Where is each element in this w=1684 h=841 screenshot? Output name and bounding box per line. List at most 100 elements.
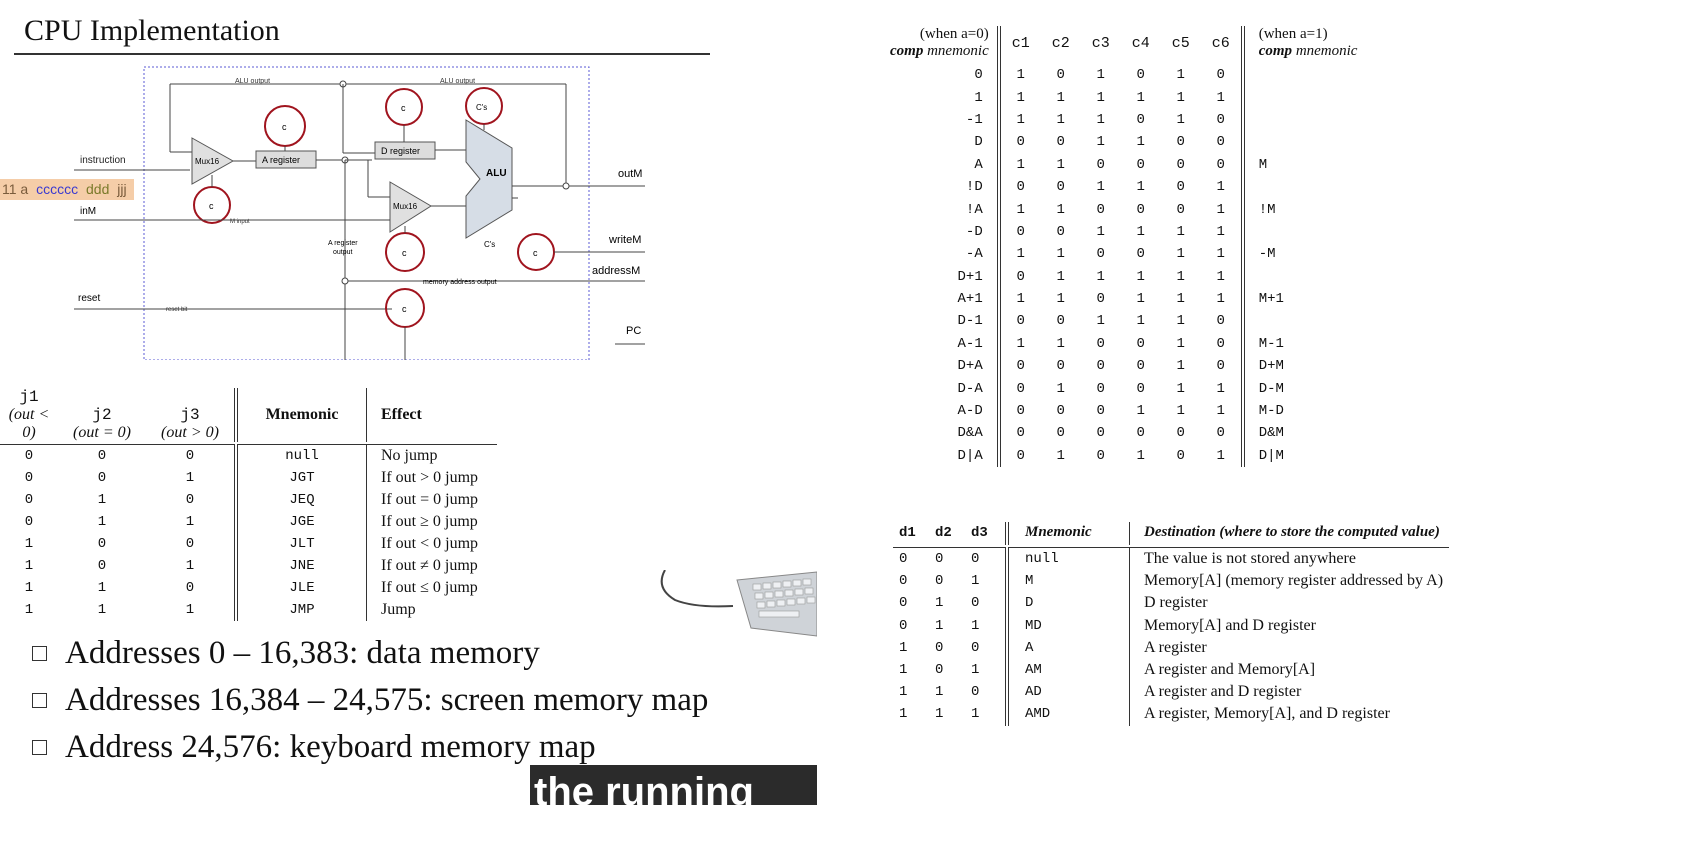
comp-a1-mnemonic: [1243, 176, 1373, 198]
comp-bit: 0: [1056, 313, 1065, 330]
title-divider: [14, 53, 710, 55]
dest-d3: 1: [965, 570, 1009, 593]
dest-d3: 0: [965, 681, 1009, 704]
jump-j1: 0: [24, 514, 34, 530]
comp-a0-mnemonic: -A: [886, 243, 1001, 266]
comp-bit: 0: [1016, 425, 1025, 442]
comp-bit: 1: [1016, 291, 1025, 308]
dest-description: D register: [1144, 594, 1208, 612]
comp-bit: 1: [1176, 268, 1185, 285]
comp-a0-mnemonic: D&A: [886, 422, 1001, 445]
jump-j1: 1: [24, 580, 34, 596]
jump-j1: 0: [24, 448, 34, 464]
comp-a0-mnemonic: D|A: [886, 444, 1001, 468]
svg-text:A register: A register: [328, 240, 358, 247]
dest-d2: 0: [935, 573, 944, 590]
comp-bit: 0: [1056, 179, 1065, 196]
jump-mnemonic: JMP: [236, 599, 367, 621]
jump-effect: If out ≤ 0 jump: [381, 579, 478, 596]
comp-bit: 1: [1096, 268, 1105, 285]
dest-mnemonic: A: [1007, 636, 1130, 659]
comp-a0-mnemonic: -1: [886, 108, 1001, 132]
svg-text:output: output: [333, 249, 353, 256]
dest-mnemonic: AMD: [1007, 703, 1130, 726]
jump-effect: If out > 0 jump: [381, 469, 479, 486]
jump-j1: 1: [24, 536, 34, 552]
comp-bit: 0: [1096, 380, 1105, 397]
dest-d1: 1: [899, 706, 908, 723]
jump-mnemonic: JNE: [236, 555, 367, 577]
dest-d2: 1: [935, 595, 944, 612]
comp-bit: 1: [1200, 377, 1245, 400]
comp-a1-mnemonic: [1243, 131, 1373, 153]
video-caption: the running: [530, 765, 817, 805]
comp-bit: 1: [1056, 89, 1065, 106]
comp-bit: 0: [1176, 447, 1185, 464]
comp-bit: 0: [1136, 425, 1145, 442]
dest-d3: 1: [965, 614, 1009, 637]
dest-mnemonic: null: [1007, 547, 1130, 571]
comp-bit: 1: [1136, 223, 1145, 240]
bullet-item: Addresses 16,384 – 24,575: screen memory…: [32, 677, 708, 724]
dest-mnemonic: AM: [1007, 658, 1130, 682]
jump-j2: 1: [97, 492, 107, 508]
comp-bit: 1: [1056, 335, 1065, 352]
svg-text:A register: A register: [262, 155, 300, 165]
comp-bit: 1: [1096, 89, 1105, 106]
svg-text:c: c: [282, 122, 287, 132]
jump-mnemonic: JLT: [236, 533, 367, 555]
comp-bit: 1: [1136, 179, 1145, 196]
comp-bit: 0: [1200, 310, 1245, 333]
comp-bit: 1: [1176, 380, 1185, 397]
comp-bit: 0: [1016, 403, 1025, 420]
jump-effect: If out = 0 jump: [381, 491, 479, 508]
svg-text:Mux16: Mux16: [393, 202, 418, 211]
jump-effect: If out ≥ 0 jump: [381, 513, 478, 530]
comp-bit: 1: [1176, 246, 1185, 263]
dest-mnemonic: AD: [1007, 681, 1130, 704]
comp-a0-mnemonic: D-1: [886, 310, 1001, 333]
comp-bit: 0: [1016, 223, 1025, 240]
jump-j1: 1: [24, 602, 34, 618]
comp-bit: 0: [1176, 425, 1185, 442]
comp-bit: 0: [1176, 156, 1185, 173]
comp-a0-mnemonic: !A: [886, 198, 1001, 221]
jump-effect: If out < 0 jump: [381, 535, 479, 552]
comp-bit: 1: [1176, 111, 1185, 128]
bullet-square-icon: [32, 693, 47, 708]
caption-text: the running: [534, 770, 754, 805]
jump-mnemonic: null: [236, 444, 367, 467]
comp-bit: 1: [1016, 156, 1025, 173]
comp-bit: 0: [1056, 223, 1065, 240]
comp-bit: 1: [1200, 444, 1245, 468]
jump-table: j1(out < 0) j2(out = 0) j3(out > 0) Mnem…: [0, 388, 497, 621]
dest-mnemonic: MD: [1007, 614, 1130, 637]
comp-bit: 1: [1096, 313, 1105, 330]
jump-j1: 1: [24, 558, 34, 574]
comp-bit: 0: [1096, 246, 1105, 263]
memory-map-bullets: Addresses 0 – 16,383: data memory Addres…: [32, 630, 708, 771]
comp-bit: 1: [1176, 358, 1185, 375]
svg-text:PC: PC: [626, 325, 641, 337]
comp-bit: 0: [1096, 403, 1105, 420]
comp-table: (when a=0) comp mnemonic c1 c2 c3 c4 c5 …: [886, 26, 1373, 468]
comp-bit: 0: [1096, 156, 1105, 173]
svg-text:outM: outM: [618, 168, 642, 180]
comp-a0-mnemonic: -D: [886, 220, 1001, 244]
comp-bit: 1: [1176, 313, 1185, 330]
comp-bit: 0: [1056, 134, 1065, 151]
bullet-square-icon: [32, 646, 47, 661]
comp-bit: 1: [1136, 268, 1145, 285]
comp-a1-mnemonic: [1243, 86, 1373, 108]
comp-bit: 1: [1200, 243, 1245, 266]
jump-j1: 0: [24, 492, 34, 508]
comp-bit: 0: [1096, 335, 1105, 352]
comp-bit: 0: [1136, 111, 1145, 128]
